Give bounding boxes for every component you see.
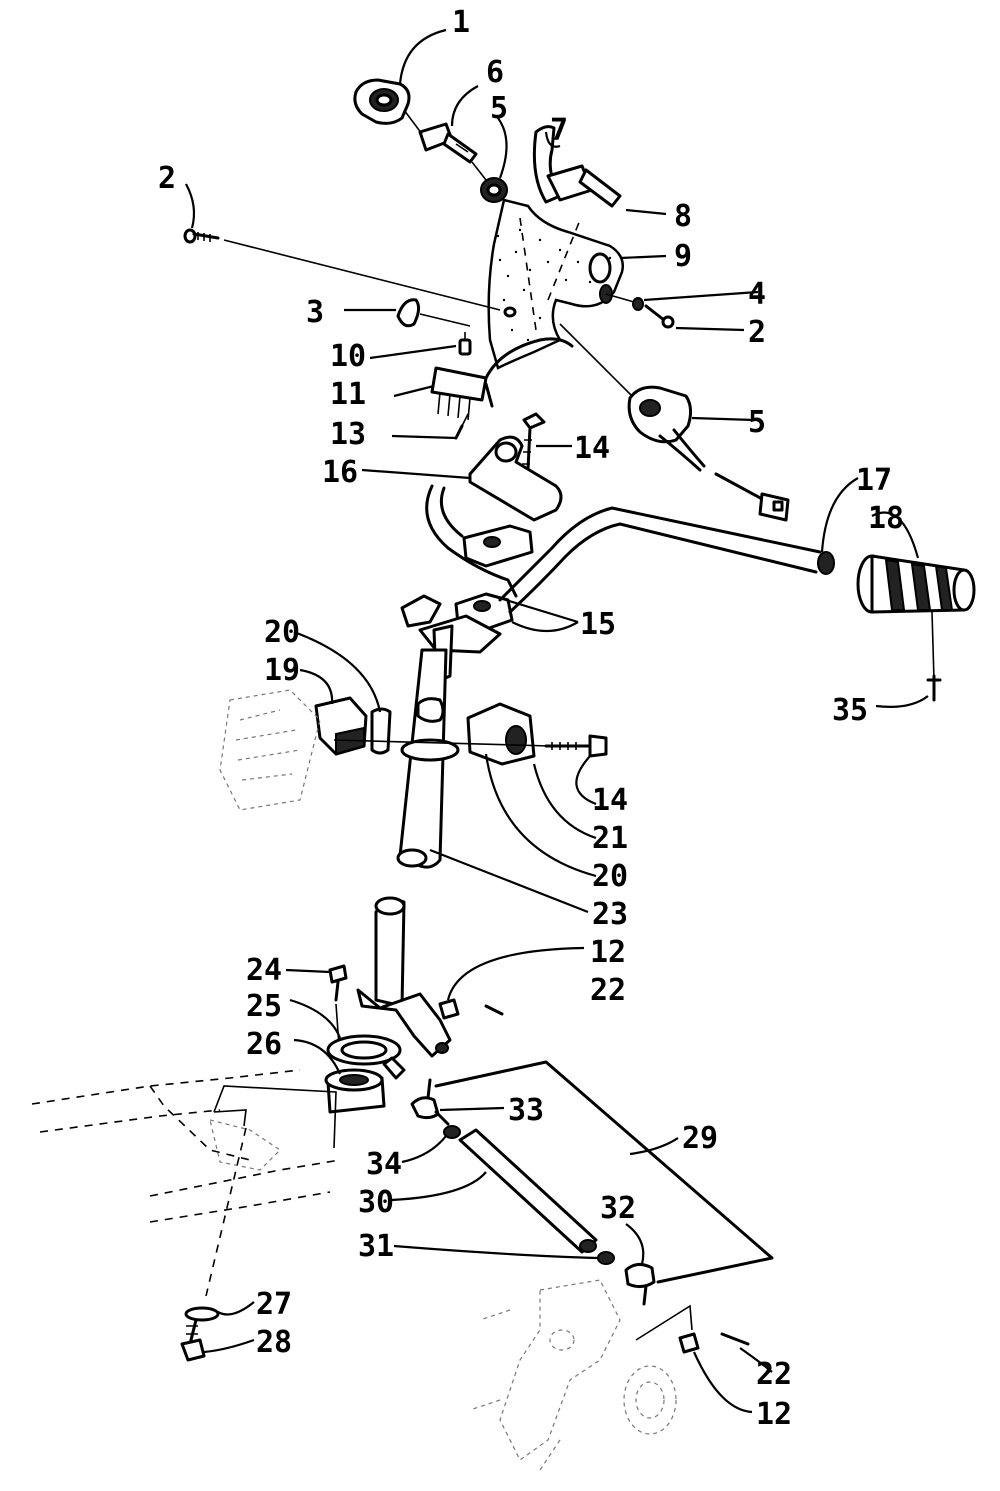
bracket-part <box>468 435 563 522</box>
ignition-key-part <box>418 122 478 164</box>
callout-2-left: 2 <box>158 161 176 196</box>
bushing-lower-part <box>400 738 460 762</box>
screw-part <box>454 413 469 440</box>
bolt-right-part <box>644 304 675 329</box>
callout-7: 7 <box>550 113 568 148</box>
callout-19: 19 <box>264 653 300 688</box>
callout-6: 6 <box>486 55 504 90</box>
callout-labels: 1 6 5 7 2 8 9 4 3 2 10 11 5 13 14 16 17 … <box>158 5 904 1432</box>
callout-34: 34 <box>366 1147 402 1182</box>
bushing-upper-part <box>370 707 392 755</box>
handlebar-switch-part <box>627 385 706 472</box>
callout-29: 29 <box>682 1121 718 1156</box>
frame-bolt-part <box>180 1318 206 1362</box>
callout-15: 15 <box>580 607 616 642</box>
engine-ghost-left <box>219 689 321 811</box>
connector-block-part <box>430 337 574 421</box>
spindle-pin-line <box>635 1304 693 1341</box>
callout-18: 18 <box>868 501 904 536</box>
callout-27: 27 <box>256 1287 292 1322</box>
bearing-zigzag-line <box>213 1085 337 1149</box>
handlebar-part <box>425 484 835 614</box>
frame-washer-part <box>184 1306 220 1322</box>
callout-5-switch: 5 <box>748 405 766 440</box>
callout-3: 3 <box>306 295 324 330</box>
console-housing-part <box>487 198 624 370</box>
grommet-part <box>480 177 508 203</box>
jam-nut-lower-part <box>597 1251 615 1265</box>
tie-rod-end-upper-part <box>410 1078 450 1126</box>
callout-20-top: 20 <box>264 615 300 650</box>
pin-part <box>458 332 472 356</box>
key-axis-line <box>403 109 423 135</box>
block-axis-line <box>333 739 551 747</box>
callout-23: 23 <box>592 897 628 932</box>
callout-12-top: 12 <box>590 935 626 970</box>
arm-bolt-part <box>328 964 348 1002</box>
callout-14-top: 14 <box>574 431 610 466</box>
riser-block-upper-part <box>462 524 534 568</box>
plate-part <box>546 164 622 208</box>
callout-2-right: 2 <box>748 315 766 350</box>
bolt-axis-line <box>223 239 501 311</box>
bearing-flange-part <box>326 1034 406 1080</box>
callout-20-bottom: 20 <box>592 859 628 894</box>
callout-35: 35 <box>832 693 868 728</box>
ignition-switch-part <box>353 78 411 125</box>
callout-33: 33 <box>508 1093 544 1128</box>
cotter-pin-upper-part <box>484 1004 504 1016</box>
callout-28: 28 <box>256 1325 292 1360</box>
bearing-part <box>324 1068 386 1114</box>
frame-hidden-lines <box>31 1069 341 1223</box>
callout-5-top: 5 <box>490 91 508 126</box>
bolt-right-axis <box>605 293 635 303</box>
callout-17: 17 <box>856 463 892 498</box>
spindle-hidden-part <box>469 1279 677 1471</box>
switch-axis <box>559 323 633 397</box>
tie-rod-end-lower-part <box>624 1263 656 1306</box>
grip-pin-part <box>926 611 942 702</box>
console-hidden-line <box>519 217 537 331</box>
tie-rod-assembly-line <box>434 1060 774 1284</box>
callout-31: 31 <box>358 1229 394 1264</box>
callout-1: 1 <box>452 5 470 40</box>
callout-22-bottom: 22 <box>756 1357 792 1392</box>
callout-13: 13 <box>330 417 366 452</box>
leader-lines <box>185 28 929 1414</box>
handlebar-grip-part <box>856 554 976 614</box>
callout-30: 30 <box>358 1185 394 1220</box>
bolt-left-part <box>183 228 220 244</box>
cotter-pin-lower-part <box>720 1332 750 1346</box>
washer-part <box>632 297 644 311</box>
callout-22-top: 22 <box>590 973 626 1008</box>
callout-16: 16 <box>322 455 358 490</box>
callout-10: 10 <box>330 339 366 374</box>
callout-32: 32 <box>600 1191 636 1226</box>
callout-14-mid: 14 <box>592 783 628 818</box>
callout-9: 9 <box>674 239 692 274</box>
callout-21: 21 <box>592 821 628 856</box>
callout-11: 11 <box>330 377 366 412</box>
steering-arm-part <box>356 896 452 1058</box>
callout-8: 8 <box>674 199 692 234</box>
callout-24: 24 <box>246 953 282 988</box>
grommet-oval-part <box>396 298 421 328</box>
castle-nut-lower-part <box>678 1332 700 1354</box>
callout-26: 26 <box>246 1027 282 1062</box>
upper-steering-block-right-part <box>466 702 536 766</box>
callout-4: 4 <box>748 277 766 312</box>
castle-nut-upper-part <box>438 998 460 1020</box>
block-bolt-part <box>544 734 608 758</box>
upper-steering-block-left-part <box>314 696 368 756</box>
key-axis-line-2 <box>471 161 487 181</box>
jam-nut-upper-part <box>443 1125 461 1139</box>
wire-connector-part <box>714 472 790 522</box>
grommet-axis <box>419 313 471 327</box>
callout-12-bottom: 12 <box>756 1397 792 1432</box>
callout-25: 25 <box>246 989 282 1024</box>
tie-rod-part <box>458 1128 598 1254</box>
